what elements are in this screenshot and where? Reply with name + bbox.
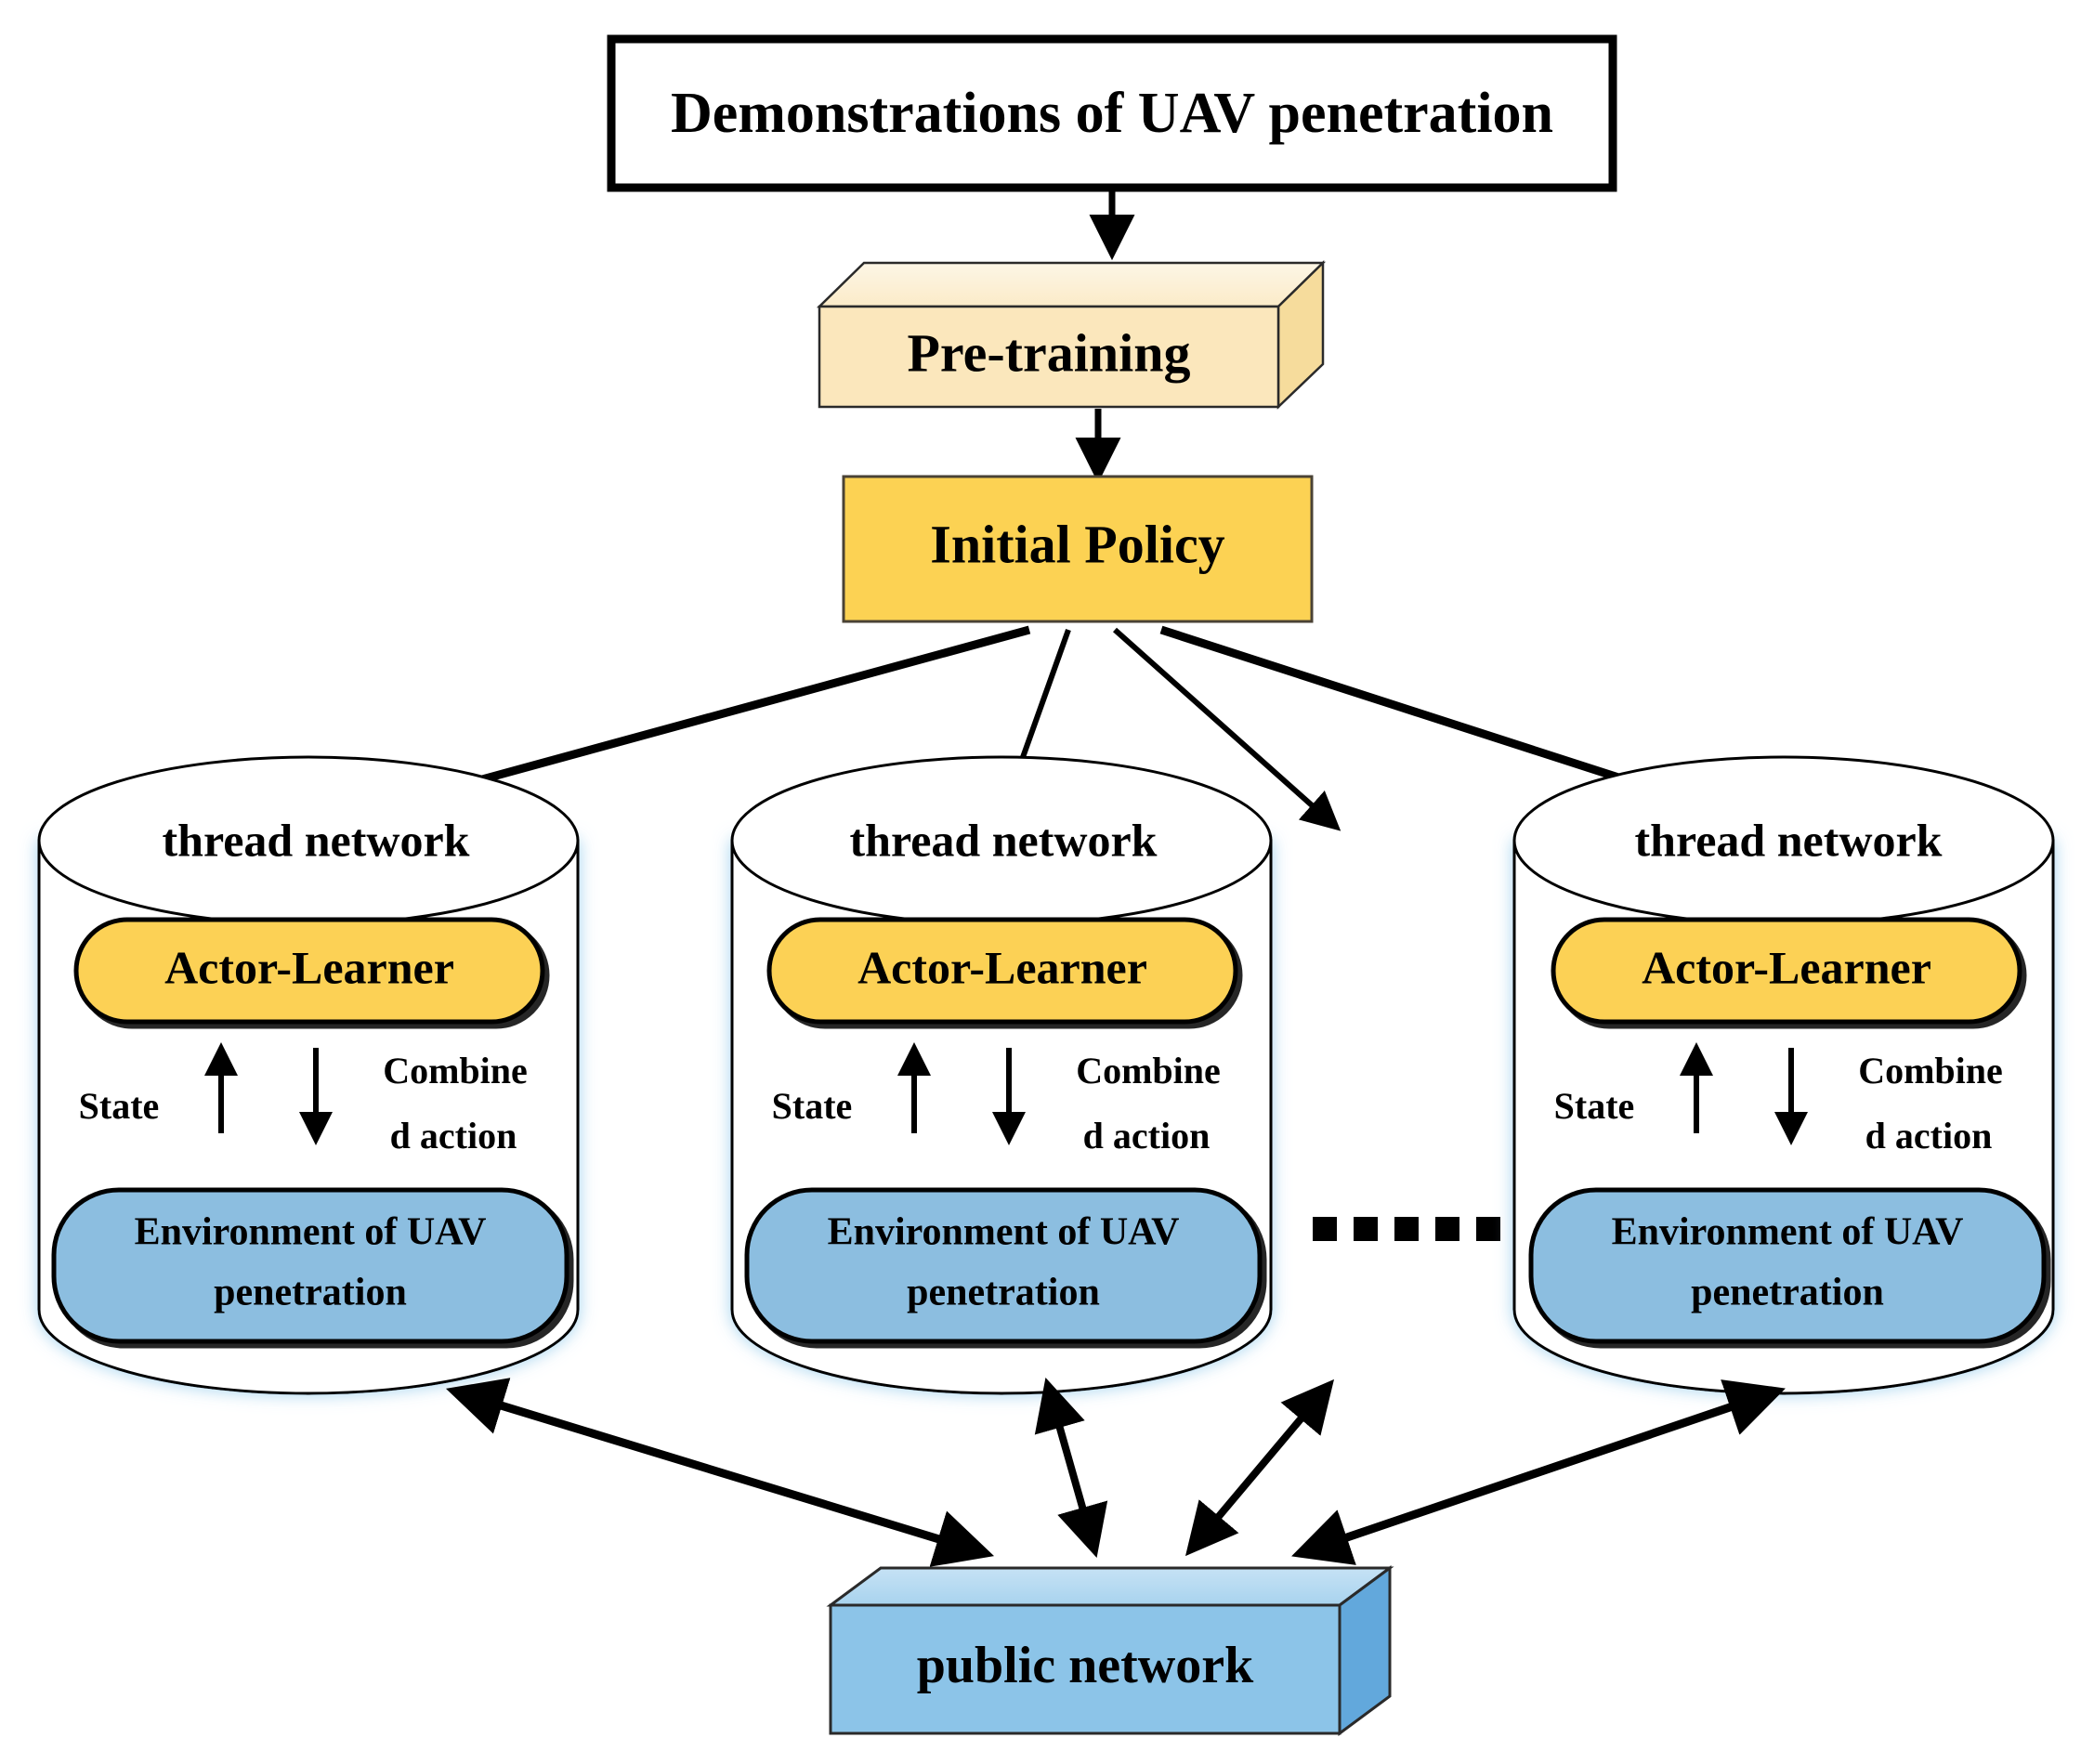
thread-1-environment-box (51, 1187, 569, 1344)
demonstrations-box: Demonstrations of UAV penetration (607, 34, 1617, 192)
arrow-ellipsis-public-network (1184, 1379, 1335, 1557)
arrow-policy-to-ellipsis (1113, 627, 1342, 831)
thread-1-environment-label-line2: penetration (214, 1272, 407, 1314)
thread-3-title: thread network (1634, 814, 1942, 866)
public-network-link-arrows (445, 1378, 1786, 1567)
initial-policy-rect (842, 475, 1314, 623)
ellipsis-dot (1313, 1217, 1337, 1241)
thread-2-actor-learner-box (766, 917, 1238, 1025)
arrow-thread-3-public-network (1291, 1379, 1786, 1565)
thread-2-actor-learner-label: Actor-Learner (857, 941, 1147, 993)
thread-2-environment-label-line1: Environment of UAV (828, 1211, 1180, 1254)
thread-3-action-label-line1: Combine (1858, 1050, 2003, 1091)
thread-3-actor-learner-label: Actor-Learner (1642, 941, 1931, 993)
public-network-box: public network (826, 1565, 1394, 1736)
thread-3-state-label: State (1554, 1085, 1635, 1127)
thread-1-actor-learner-box (73, 917, 545, 1025)
thread-1-action-label-line2: d action (390, 1115, 517, 1156)
thread-1-actor-learner-label: Actor-Learner (164, 941, 454, 993)
pretraining-box: Pre-training (816, 260, 1327, 410)
thread-1-title: thread network (162, 814, 469, 866)
demonstrations-box-rect (607, 34, 1617, 192)
ellipsis-dot (1394, 1217, 1419, 1241)
initial-policy-box: Initial Policy (842, 475, 1314, 623)
pretraining-top-face (816, 261, 1327, 308)
thread-1-state-label: State (79, 1085, 160, 1127)
thread-2-title: thread network (849, 814, 1157, 866)
thread-3-environment-label-line1: Environment of UAV (1612, 1211, 1964, 1254)
thread-3-action-label-line2: d action (1865, 1115, 1993, 1156)
ellipsis-dot (1354, 1217, 1378, 1241)
initial-policy-label: Initial Policy (930, 514, 1224, 574)
ellipsis-dots (1313, 1217, 1541, 1241)
thread-2-action-label-line2: d action (1083, 1115, 1211, 1156)
public-network-label: public network (917, 1637, 1254, 1694)
thread-network-3: thread network Actor-Learner State Combi… (1512, 755, 2055, 1395)
thread-2-environment-label-line2: penetration (907, 1272, 1100, 1314)
public-network-top-face (826, 1566, 1394, 1607)
pretraining-label: Pre-training (908, 322, 1191, 383)
thread-2-environment-box (744, 1187, 1263, 1344)
arrow-thread-1-public-network (445, 1378, 995, 1567)
thread-3-environment-label-line2: penetration (1691, 1272, 1884, 1314)
ellipsis-dot (1435, 1217, 1459, 1241)
thread-network-2: thread network Actor-Learner State Combi… (730, 755, 1273, 1395)
thread-network-1: thread network Actor-Learner State Combi… (37, 755, 580, 1395)
arrow-thread-2-public-network (1034, 1378, 1108, 1558)
thread-3-environment-box (1528, 1187, 2047, 1344)
thread-2-state-label: State (772, 1085, 853, 1127)
thread-2-action-label-line1: Combine (1076, 1050, 1221, 1091)
demonstrations-box-label: Demonstrations of UAV penetration (671, 82, 1553, 145)
public-network-front-face (829, 1603, 1342, 1735)
thread-1-environment-label-line1: Environment of UAV (135, 1211, 487, 1254)
thread-1-action-label-line1: Combine (383, 1050, 528, 1091)
pretraining-front-face (818, 305, 1280, 409)
thread-3-actor-learner-box (1551, 917, 2022, 1025)
ellipsis-dot (1476, 1217, 1500, 1241)
